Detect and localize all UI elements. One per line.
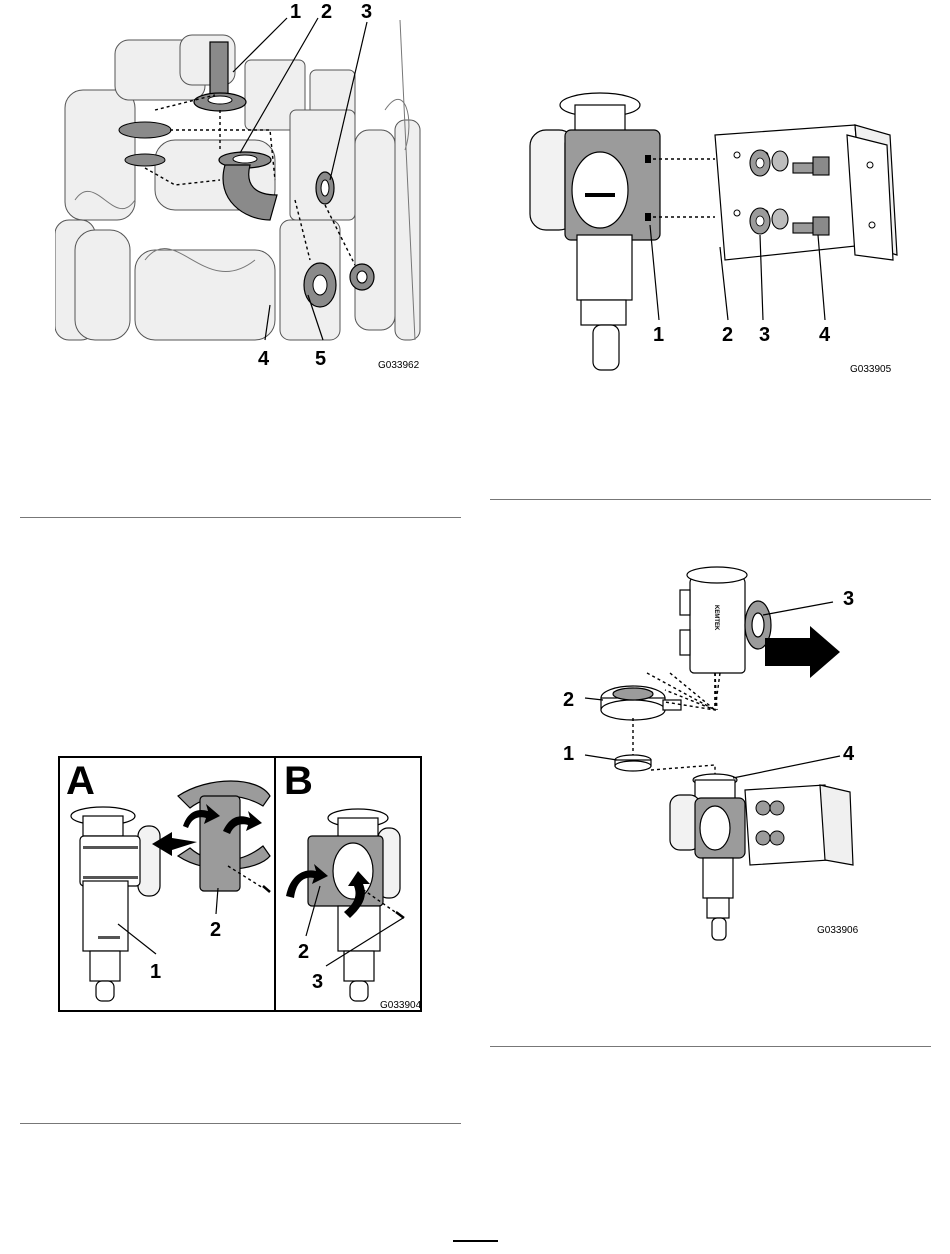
divider-right-top bbox=[490, 499, 931, 500]
figure-valve-manifold: 1 2 3 4 5 G033962 bbox=[55, 0, 435, 380]
fig4-figure-code: G033904 bbox=[380, 1000, 422, 1011]
divider-right-bottom bbox=[490, 1046, 931, 1047]
fig2-callout-3: 3 bbox=[759, 324, 770, 346]
fig2-figure-code: G033905 bbox=[850, 364, 892, 375]
fig3-callout-4: 4 bbox=[843, 743, 855, 765]
direction-arrow-icon bbox=[765, 626, 840, 678]
fig3-callout-1: 1 bbox=[563, 743, 574, 765]
figure-clamp-removal-panels: A B bbox=[58, 756, 422, 1012]
panel-label-b: B bbox=[284, 759, 313, 803]
figure-valve-fitting-exploded: KEMTEK bbox=[555, 560, 875, 945]
valve-bracket-illustration: 1 2 3 4 G033905 bbox=[525, 85, 905, 380]
divider-left-top bbox=[20, 517, 461, 518]
fig2-callout-4: 4 bbox=[819, 324, 831, 346]
fig2-callout-1: 1 bbox=[653, 324, 664, 346]
fig4-callout-2a: 2 bbox=[210, 919, 221, 941]
fig1-figure-code: G033962 bbox=[378, 360, 420, 371]
fitting-exploded-illustration: KEMTEK bbox=[555, 560, 875, 945]
valve-manifold-illustration: 1 2 3 4 5 G033962 bbox=[55, 0, 435, 380]
figure-valve-bracket-mount: 1 2 3 4 G033905 bbox=[525, 85, 905, 380]
fig1-callout-3: 3 bbox=[361, 1, 372, 23]
page-footer-bar bbox=[453, 1240, 498, 1242]
panel-label-a: A bbox=[66, 759, 95, 803]
fig3-figure-code: G033906 bbox=[817, 925, 859, 936]
divider-left-bottom bbox=[20, 1123, 461, 1124]
fig3-callout-3: 3 bbox=[843, 588, 854, 610]
fig2-callout-2: 2 bbox=[722, 324, 733, 346]
fig1-callout-1: 1 bbox=[290, 1, 301, 23]
fig4-callout-1: 1 bbox=[150, 961, 161, 983]
fig1-callout-5: 5 bbox=[315, 348, 326, 370]
fig1-callout-2: 2 bbox=[321, 1, 332, 23]
fig4-callout-3: 3 bbox=[312, 971, 323, 993]
fig3-callout-2: 2 bbox=[563, 689, 574, 711]
fig3-brand-marking: KEMTEK bbox=[713, 605, 719, 631]
clamp-panels-illustration: A B bbox=[58, 756, 422, 1012]
fig1-callout-4: 4 bbox=[258, 348, 270, 370]
fig4-callout-2b: 2 bbox=[298, 941, 309, 963]
